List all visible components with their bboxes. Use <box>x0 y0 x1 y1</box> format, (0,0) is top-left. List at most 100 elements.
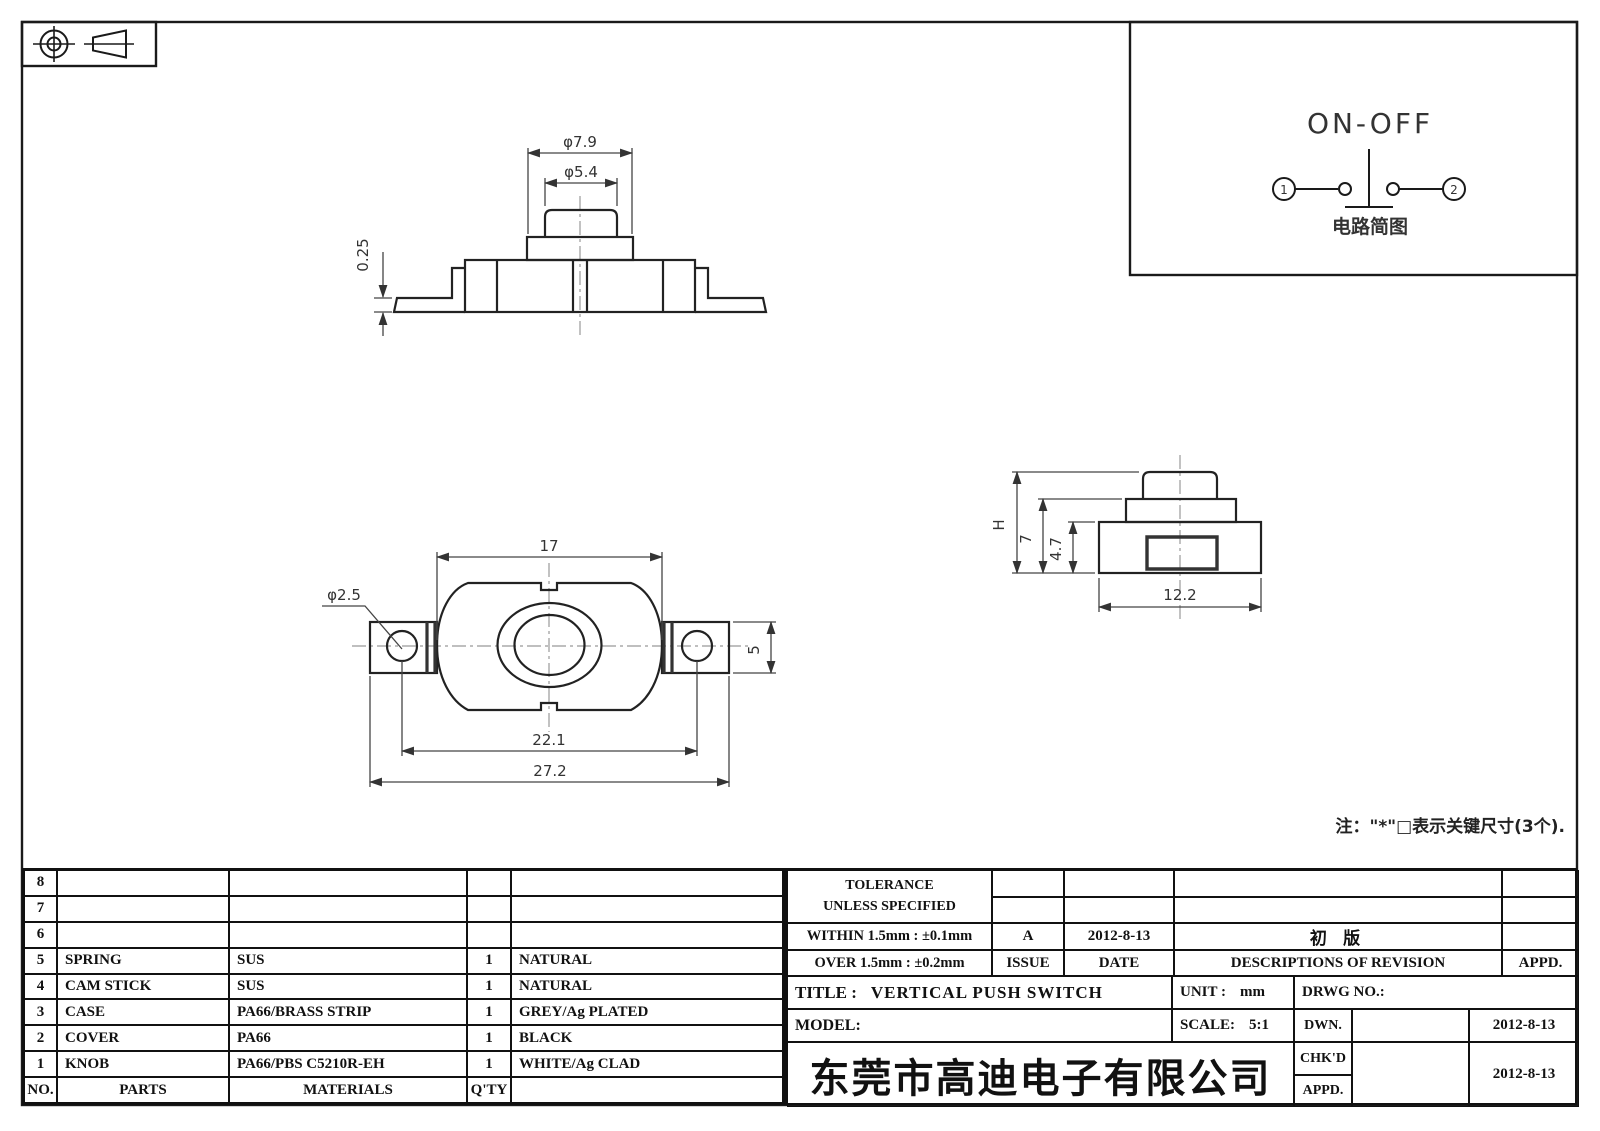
front-view: φ7.9 φ5.4 0.25 <box>354 133 768 336</box>
title-label: TITLE : <box>795 982 857 1002</box>
scale-value: 5:1 <box>1249 1017 1270 1033</box>
chkd-signature-empty <box>1352 1042 1469 1107</box>
parts-material: SUS <box>229 973 467 1000</box>
parts-finish <box>511 921 783 948</box>
parts-material: PA66/BRASS STRIP <box>229 999 467 1026</box>
company-name: 东莞市高迪电子有限公司 <box>787 1042 1294 1107</box>
dim-front-lead: 0.25 <box>354 238 372 271</box>
tolerance-within: WITHIN 1.5mm : ±0.1mm <box>787 923 992 950</box>
parts-qty: 1 <box>467 973 511 1000</box>
unit-value: mm <box>1239 984 1265 1000</box>
parts-material <box>229 921 467 948</box>
appd-label: APPD. <box>1294 1075 1352 1107</box>
parts-finish: NATURAL <box>511 973 783 1000</box>
tolerance-line2: UNLESS SPECIFIED <box>823 898 956 914</box>
revision-cell-empty <box>1174 870 1502 897</box>
parts-header-no: NO. <box>24 1077 57 1103</box>
revision-date-value: 2012-8-13 <box>1064 923 1174 950</box>
parts-header-finish <box>511 1077 783 1103</box>
parts-qty: 1 <box>467 947 511 974</box>
key-dimension-note: 注："*"□表示关键尺寸(3个). <box>1335 817 1566 837</box>
revision-cell-empty <box>1502 897 1579 923</box>
revision-cell-empty <box>1502 870 1579 897</box>
parts-finish: NATURAL <box>511 947 783 974</box>
circuit-caption: 电路简图 <box>1332 215 1408 238</box>
parts-no: 8 <box>24 870 57 896</box>
unit-label: UNIT : <box>1180 984 1226 1000</box>
revision-cell-empty <box>992 870 1064 897</box>
parts-no: 1 <box>24 1051 57 1078</box>
revision-cell-empty <box>1064 870 1174 897</box>
revision-cell-empty <box>992 897 1064 923</box>
dwn-date: 2012-8-13 <box>1469 1009 1579 1042</box>
side-view: H 7 4.7 12.2 <box>990 455 1263 620</box>
parts-table: 8 7 6 5 SPRING SUS 1 NATURAL 4 CAM STICK… <box>22 868 785 1105</box>
parts-name <box>57 921 229 948</box>
dim-side-total-height: H <box>990 519 1008 530</box>
dim-plan-pitch: 22.1 <box>532 731 565 749</box>
revision-desc-label: DESCRIPTIONS OF REVISION <box>1174 950 1502 976</box>
parts-material: PA66/PBS C5210R-EH <box>229 1051 467 1078</box>
circuit-box: ON-OFF 1 2 电路简图 <box>1128 20 1579 277</box>
revision-description: 初 版 <box>1174 923 1502 950</box>
drwg-no-label: DRWG NO.: <box>1294 976 1579 1009</box>
dim-front-outer: φ7.9 <box>563 133 597 151</box>
dim-side-7: 7 <box>1017 534 1035 544</box>
parts-qty <box>467 870 511 896</box>
revision-cell-empty <box>1064 897 1174 923</box>
circuit-terminal-2: 2 <box>1450 183 1458 197</box>
circuit-title: ON-OFF <box>1307 107 1433 140</box>
parts-name: CAM STICK <box>57 973 229 1000</box>
revision-cell-empty <box>1502 923 1579 950</box>
projection-symbol-icon <box>20 20 158 68</box>
parts-header-materials: MATERIALS <box>229 1077 467 1103</box>
parts-finish: WHITE/Ag CLAD <box>511 1051 783 1078</box>
dim-front-knob: φ5.4 <box>564 163 598 181</box>
parts-name: COVER <box>57 1025 229 1052</box>
circuit-schematic-icon <box>1272 149 1466 208</box>
revision-issue-label: ISSUE <box>992 950 1064 976</box>
revision-cell-empty <box>1174 897 1502 923</box>
title-block: TOLERANCE UNLESS SPECIFIED WITHIN 1.5mm … <box>785 868 1579 1107</box>
chkd-date: 2012-8-13 <box>1469 1042 1579 1107</box>
dim-side-base: 12.2 <box>1163 586 1196 604</box>
parts-qty <box>467 921 511 948</box>
parts-header-parts: PARTS <box>57 1077 229 1103</box>
dim-plan-overall: 27.2 <box>533 762 566 780</box>
plan-view: 17 φ2.5 22.1 27.2 5 <box>322 537 776 787</box>
parts-qty: 1 <box>467 1051 511 1078</box>
parts-name <box>57 870 229 896</box>
parts-finish: GREY/Ag PLATED <box>511 999 783 1026</box>
chkd-label: CHK'D <box>1294 1042 1352 1075</box>
parts-material <box>229 870 467 896</box>
model-label: MODEL: <box>787 1009 1172 1042</box>
dim-plan-body-width: 17 <box>539 537 558 555</box>
parts-material: SUS <box>229 947 467 974</box>
parts-name <box>57 895 229 922</box>
drawing-title: VERTICAL PUSH SWITCH <box>870 982 1103 1002</box>
parts-finish <box>511 895 783 922</box>
parts-no: 6 <box>24 921 57 948</box>
parts-header-qty: Q'TY <box>467 1077 511 1103</box>
dwn-label: DWN. <box>1294 1009 1352 1042</box>
tolerance-line1: TOLERANCE <box>845 878 934 894</box>
scale-label: SCALE: <box>1180 1017 1236 1033</box>
dim-plan-hole: φ2.5 <box>327 586 361 604</box>
parts-name: KNOB <box>57 1051 229 1078</box>
parts-qty <box>467 895 511 922</box>
parts-name: SPRING <box>57 947 229 974</box>
circuit-terminal-1: 1 <box>1280 183 1288 197</box>
parts-no: 2 <box>24 1025 57 1052</box>
revision-issue-value: A <box>992 923 1064 950</box>
parts-name: CASE <box>57 999 229 1026</box>
parts-finish <box>511 870 783 896</box>
parts-no: 4 <box>24 973 57 1000</box>
parts-no: 3 <box>24 999 57 1026</box>
dim-side-47: 4.7 <box>1047 537 1065 561</box>
parts-no: 5 <box>24 947 57 974</box>
parts-material: PA66 <box>229 1025 467 1052</box>
dwn-signature-empty <box>1352 1009 1469 1042</box>
parts-qty: 1 <box>467 999 511 1026</box>
parts-no: 7 <box>24 895 57 922</box>
